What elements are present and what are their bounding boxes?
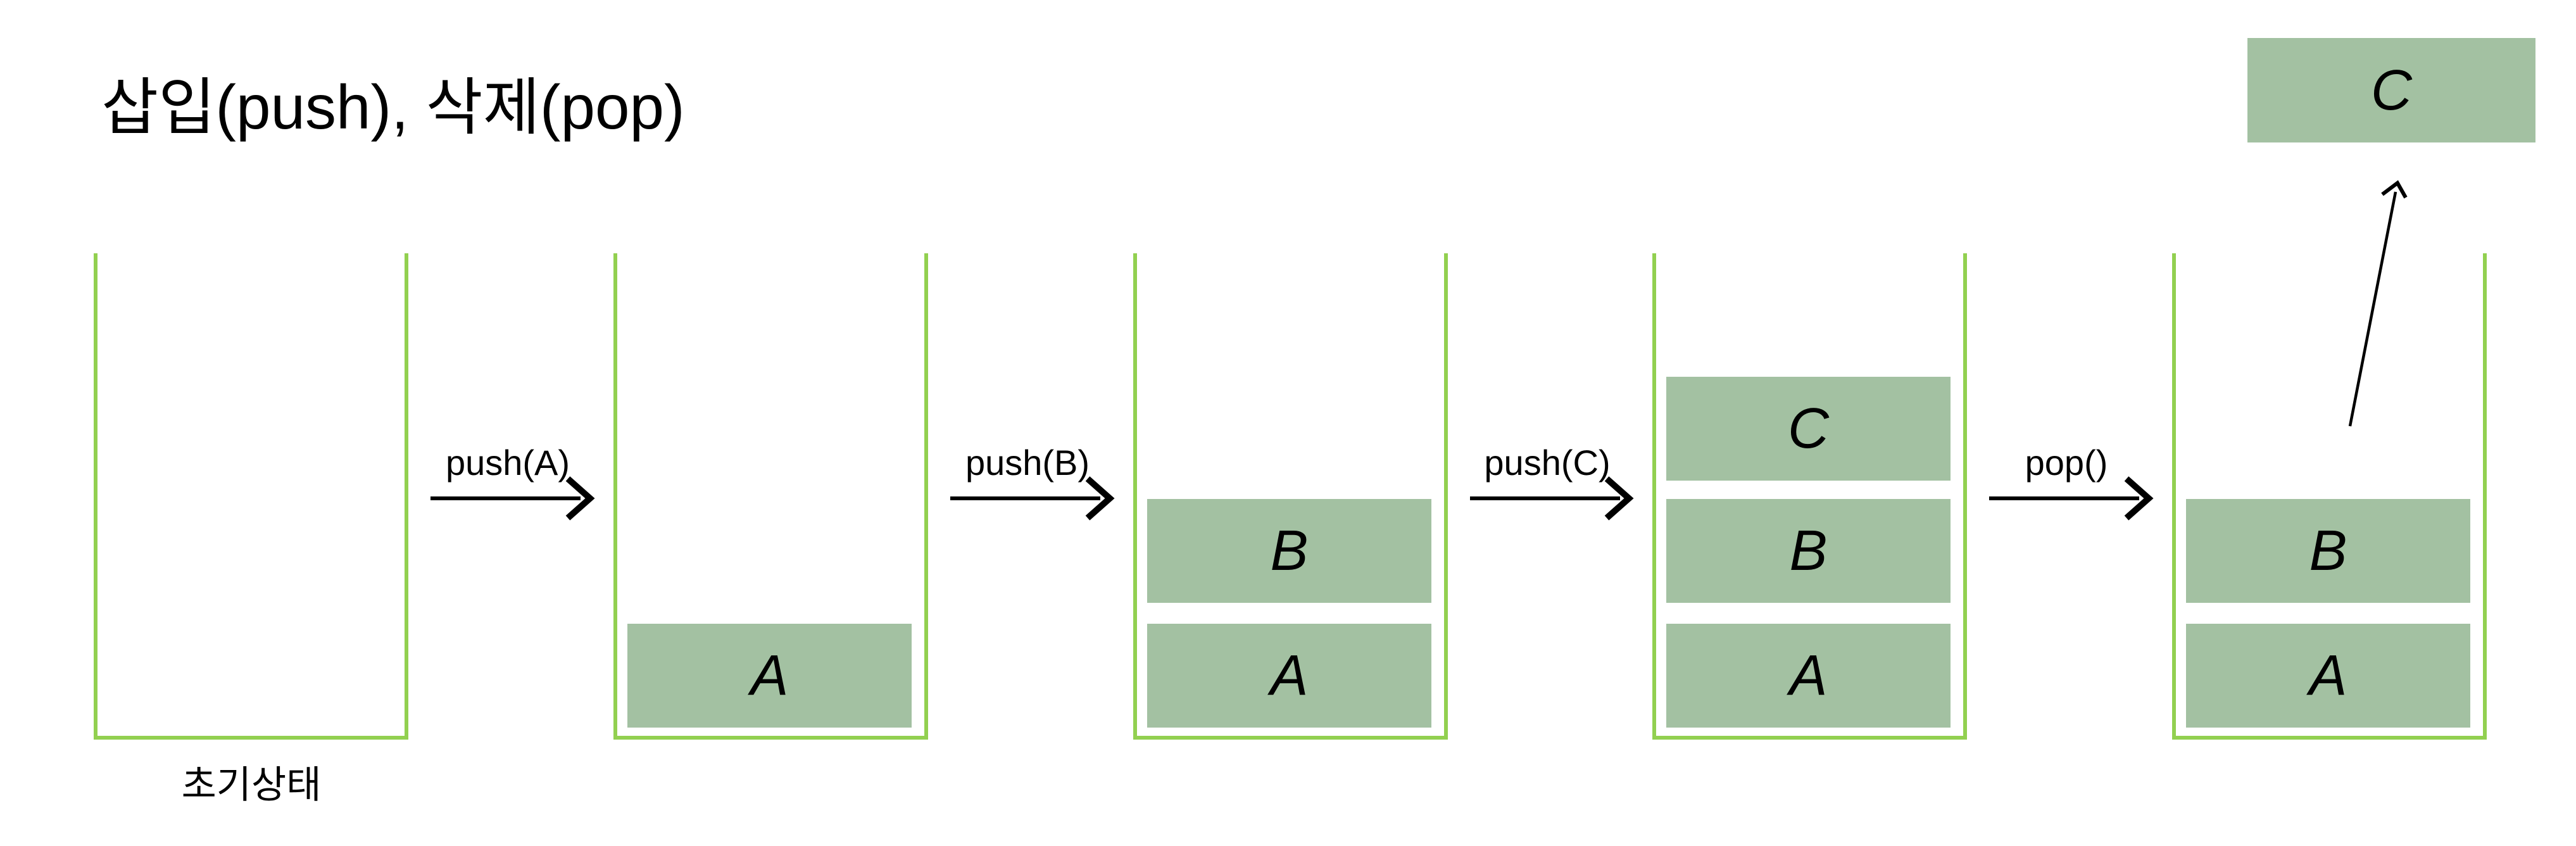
stack2-block-a: A [627,624,912,728]
stack5-block-b: B [2186,499,2470,603]
stack3-block-a: A [1147,624,1431,728]
stack4-block-c: C [1666,377,1951,481]
push-c-arrow [1470,476,1634,521]
operation-label-push-c: push(C) [1484,443,1611,483]
stack4-block-a: A [1666,624,1951,728]
stack-after-pop [2172,253,2487,740]
stack-initial [94,253,408,740]
stack-after-push-b [1133,253,1448,740]
push-a-arrow [430,476,595,521]
popped-block-c: C [2247,38,2535,142]
stack-after-push-c [1652,253,1967,740]
push-b-arrow [950,476,1115,521]
stack-after-push-a [613,253,928,740]
stack5-block-a: A [2186,624,2470,728]
stack3-block-b: B [1147,499,1431,603]
operation-label-push-a: push(A) [445,443,570,483]
stack4-block-b: B [1666,499,1951,603]
operation-label-push-b: push(B) [965,443,1090,483]
initial-state-label: 초기상태 [181,764,322,806]
page-title: 삽입(push), 삭제(pop) [101,72,685,142]
operation-label-pop: pop() [2025,443,2108,483]
pop-arrow [1989,476,2154,521]
